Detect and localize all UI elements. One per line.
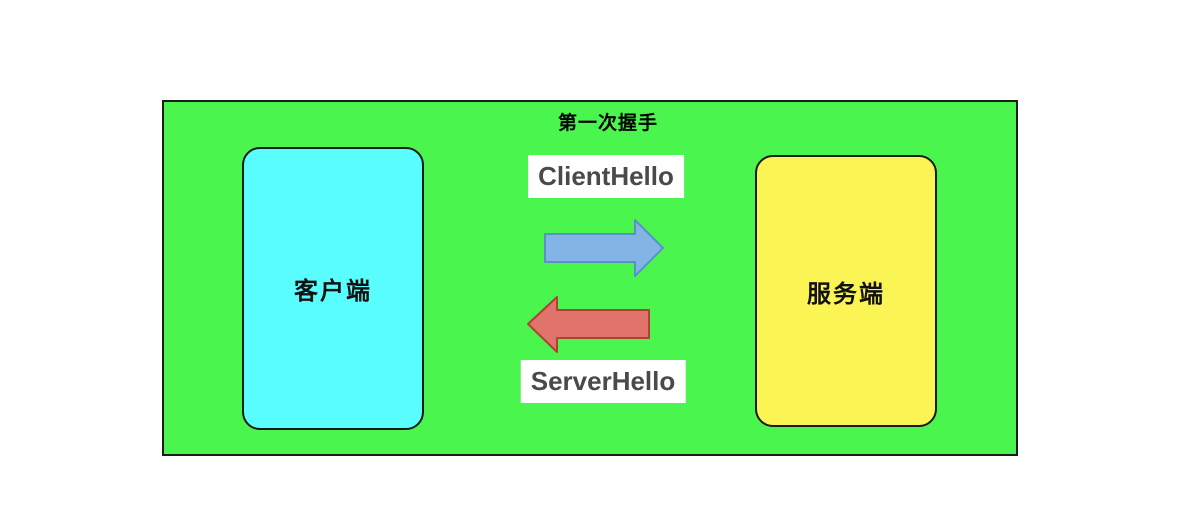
right-arrow-shape — [544, 219, 664, 277]
server-hello-left-arrow-icon — [527, 296, 650, 353]
server-box-label: 服务端 — [807, 280, 885, 308]
client-hello-label: ClientHello — [528, 155, 684, 199]
panel-title: 第一次握手 — [557, 113, 659, 134]
handshake-panel: 第一次握手 客户端 服务端 ClientHello ServerHello — [162, 100, 1018, 456]
client-box: 客户端 — [242, 147, 424, 430]
left-arrow-shape — [527, 296, 650, 353]
server-hello-label: ServerHello — [520, 360, 686, 404]
client-hello-right-arrow-icon — [544, 219, 664, 277]
server-box: 服务端 — [755, 155, 937, 427]
client-box-label: 客户端 — [294, 278, 372, 305]
